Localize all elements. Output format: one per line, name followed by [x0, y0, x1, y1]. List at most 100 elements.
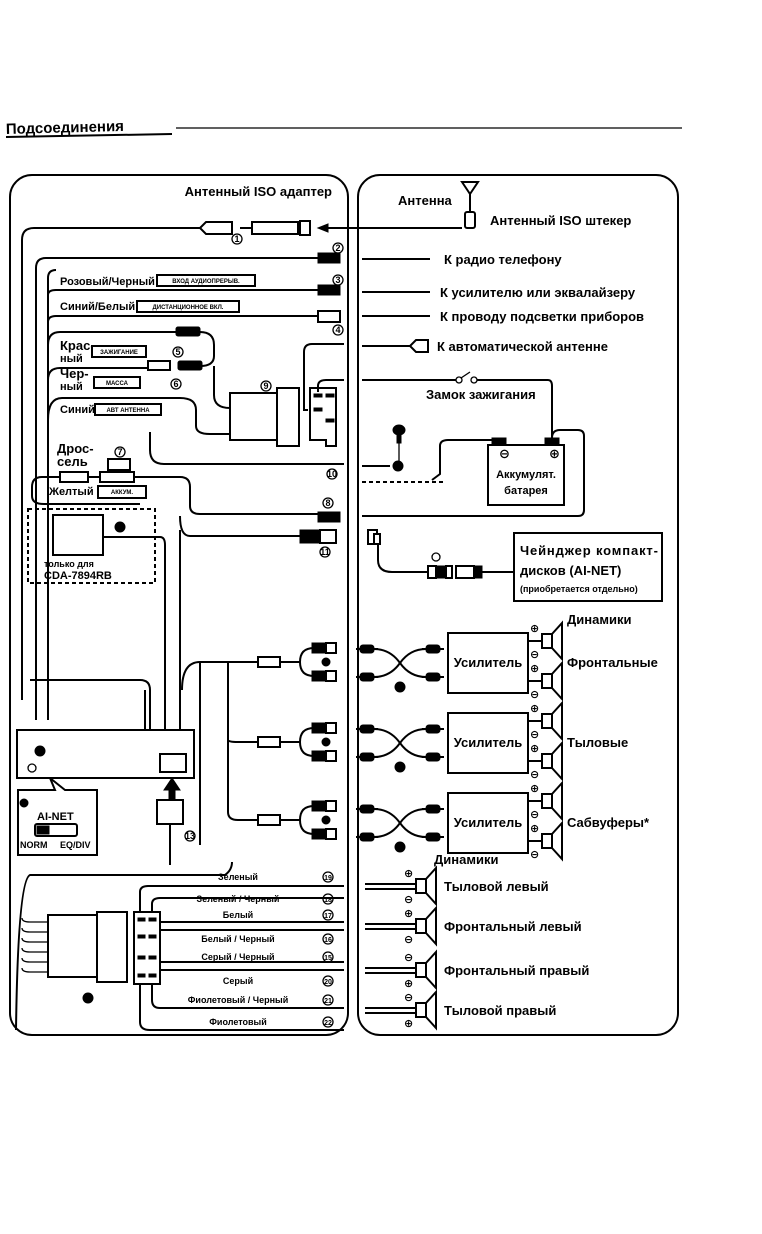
auto-antenna-lead — [303, 343, 344, 411]
speaker-wire-label: Серый — [223, 976, 253, 986]
svg-text:дисков (AI-NET): дисков (AI-NET) — [520, 563, 621, 578]
speaker-icon: ⊕⊖ — [404, 865, 437, 907]
rca-rear-wire — [226, 662, 300, 743]
svg-text:Чер-: Чер- — [60, 366, 89, 381]
speaker-wire-number: 18 — [324, 897, 332, 904]
speaker-label: Тыловой левый — [444, 879, 549, 894]
antenna-adapter-socket — [198, 221, 233, 235]
rca-rear-filter — [257, 736, 281, 748]
battery-connector — [317, 511, 341, 523]
rca-y-cable-icon — [356, 724, 444, 773]
blue-white-wire — [47, 315, 318, 323]
rca-y-cable-icon — [356, 804, 444, 853]
speaker-label: Фронтальный правый — [444, 963, 589, 978]
direct-speaker: ⊕⊖Фронтальный левый — [365, 905, 582, 947]
radio-phone-connector — [317, 252, 341, 264]
ai-net-switch-knob[interactable] — [36, 825, 50, 835]
svg-text:Синий/Белый: Синий/Белый — [60, 301, 135, 313]
plus-icon: ⊕ — [404, 868, 413, 880]
arrow-left-icon — [316, 223, 329, 233]
svg-text:Желтый: Желтый — [48, 486, 94, 498]
num-badge — [322, 893, 334, 905]
amplifier-box — [447, 632, 529, 694]
num-badge — [322, 951, 334, 963]
svg-text:Чейнджер компакт-: Чейнджер компакт- — [520, 543, 658, 558]
speaker-wire-label: Белый / Черный — [201, 934, 274, 944]
rca-jacks-front — [299, 642, 337, 682]
auto-antenna-tag — [94, 403, 162, 416]
amplifier-label: Усилитель — [454, 735, 523, 750]
speaker-wire-label: Фиолетовый — [209, 1017, 267, 1027]
minus-icon: ⊖ — [499, 446, 510, 461]
svg-text:(приобретается отдельно): (приобретается отдельно) — [520, 584, 638, 594]
radio-phone-wire — [35, 257, 318, 720]
ground-bolt-icon — [392, 424, 406, 462]
speaker-label: Тыловой правый — [444, 1003, 556, 1018]
num-badge — [322, 909, 334, 921]
num-badge-9 — [260, 380, 272, 392]
ai-net-connector-tip — [319, 529, 337, 544]
svg-text:9: 9 — [263, 381, 268, 391]
speaker-icon: ⊕⊖ — [404, 905, 437, 947]
minus-icon: ⊖ — [530, 689, 539, 701]
dest-auto-antenna: К автоматической антенне — [437, 339, 608, 354]
dest-radio-phone: К радио телефону — [444, 252, 562, 267]
socket-pin — [325, 393, 335, 398]
svg-text:Розовый/Черный: Розовый/Черный — [60, 276, 155, 288]
antenna-plug-label: Антенный ISO штекер — [490, 213, 631, 228]
right-panel-frame — [357, 174, 679, 1036]
amplifier-box — [447, 792, 529, 854]
num-badge — [322, 975, 334, 987]
harness-plug-housing — [96, 911, 128, 983]
left-panel-frame — [9, 174, 349, 1036]
num-badge-18 — [34, 745, 46, 757]
svg-text:10: 10 — [327, 469, 337, 479]
speakers-title: Динамики — [567, 612, 631, 627]
speaker-wire-number: 22 — [324, 1020, 332, 1027]
direct-speaker: ⊖⊕ Фронтальный правый — [365, 949, 589, 991]
amp-group: Усилитель⊕⊖⊕⊖Тыловые — [356, 700, 628, 782]
harness-junction — [133, 911, 161, 985]
svg-text:7: 7 — [117, 447, 122, 457]
speaker-wire-number: 20 — [324, 979, 332, 986]
auto-antenna-out-wire — [149, 432, 344, 465]
rca-sub-filter — [257, 814, 281, 826]
num-badge-8 — [322, 497, 334, 509]
battery-negative-terminal — [491, 437, 507, 446]
speaker-wire-number: 19 — [324, 875, 332, 882]
iso-connector-housing — [276, 387, 300, 447]
head-unit-knob — [27, 763, 37, 773]
destination-lines — [362, 258, 430, 353]
num-badge-20 — [114, 521, 126, 533]
yellow-wire — [88, 476, 318, 515]
speaker-icon: ⊖⊕ — [404, 989, 437, 1031]
ground-connector — [147, 360, 171, 371]
plus-icon: ⊕ — [530, 623, 539, 635]
speaker-wire-label: Зеленый — [218, 872, 258, 882]
minus-icon: ⊖ — [404, 894, 413, 906]
svg-text:2: 2 — [335, 243, 340, 253]
svg-text:5: 5 — [175, 347, 180, 357]
choke-base — [99, 471, 135, 483]
ai-net-plug-icon — [367, 529, 428, 573]
battery — [487, 444, 565, 506]
minus-icon: ⊖ — [404, 992, 413, 1004]
optional-module-frame — [27, 508, 156, 584]
amplifier-label: Усилитель — [454, 655, 523, 670]
socket-pin — [313, 393, 323, 398]
svg-text:сель: сель — [57, 454, 88, 469]
title-underline — [5, 133, 173, 138]
remote-eye-port — [159, 753, 187, 773]
plus-icon: ⊕ — [530, 703, 539, 715]
minus-icon: ⊖ — [530, 729, 539, 741]
num-badge-7 — [114, 446, 126, 458]
ignition-switch-icon — [362, 371, 553, 440]
trunk-wire — [30, 679, 151, 745]
harness-plug — [47, 914, 99, 978]
speaker-wire-number: 17 — [324, 913, 332, 920]
svg-text:ДИСТАНЦИОННОЕ ВКЛ.: ДИСТАНЦИОННОЕ ВКЛ. — [153, 305, 224, 311]
junction-pins — [137, 917, 157, 978]
speaker-icon: ⊖⊕ — [404, 949, 437, 991]
rca-jacks-sub — [299, 800, 337, 840]
num-badge-10 — [326, 468, 338, 480]
